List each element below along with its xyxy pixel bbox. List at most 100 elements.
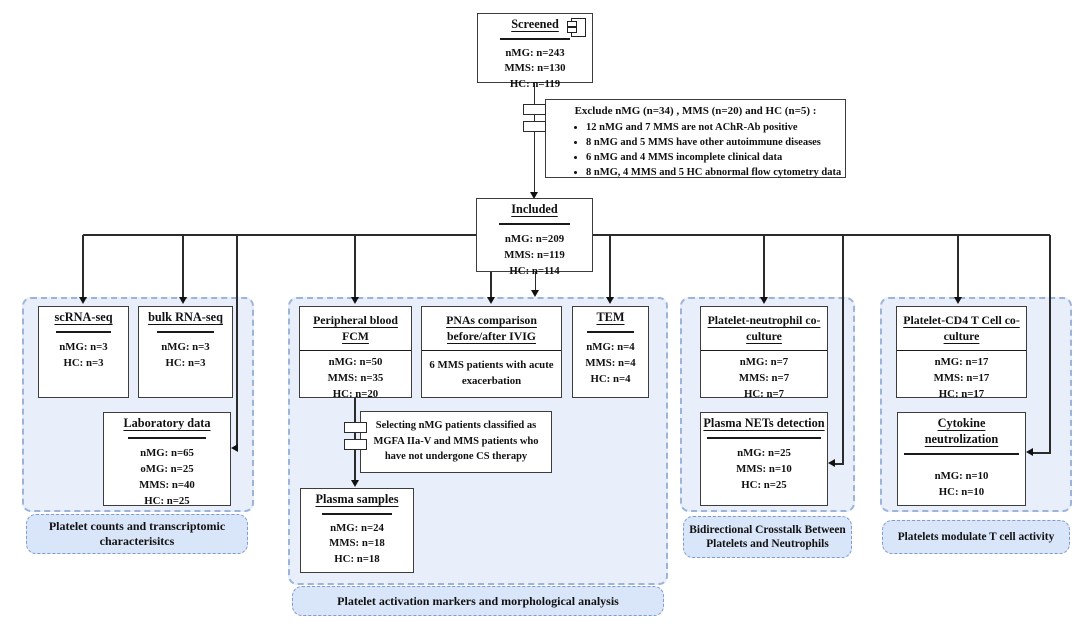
count-row: MMS: n=10 [736, 462, 792, 475]
count-row: nMG: n=65 [140, 446, 194, 459]
count-row: HC: n=119 [509, 77, 561, 90]
count-row: nMG: n=10 [934, 469, 989, 482]
title-divider [897, 350, 1026, 351]
count-row: nMG: n=50 [328, 356, 383, 368]
node-bulk-rna-seq: bulk RNA-seq nMG: n=3 HC: n=3 [138, 306, 233, 398]
node-laboratory-data: Laboratory data nMG: n=65 oMG: n=25 MMS:… [103, 412, 231, 507]
bulk-rna-title: bulk RNA-seq [148, 310, 223, 324]
cytokine-title: Cytokine neutrolization [924, 416, 999, 446]
node-platelet-neutrophil-coculture: Platelet-neutrophil co-culture nMG: n=7 … [700, 306, 828, 400]
connector-line [533, 83, 536, 193]
count-row: MMS: n=130 [504, 62, 566, 75]
pnas-title: PNAs comparison before/after IVIG [446, 313, 537, 343]
connector-line [534, 272, 537, 291]
exclusion-item: 8 nMG, 4 MMS and 5 HC abnormal flow cyto… [586, 165, 845, 180]
count-row: HC: n=3 [63, 356, 104, 369]
title-rule [707, 436, 821, 439]
title-divider [422, 350, 561, 351]
exclusion-title: Exclude nMG (n=34) , MMS (n=20) and HC (… [574, 105, 817, 117]
node-tem: TEM nMG: n=4 MMS: n=4 HC: n=4 [572, 306, 649, 398]
arrowhead-down-icon [953, 297, 962, 304]
exclusion-list: 12 nMG and 7 MMS are not AChR-Ab positiv… [546, 120, 845, 180]
connector-line [82, 235, 84, 297]
count-row: HC: n=25 [741, 478, 787, 491]
count-row: MMS: n=35 [327, 372, 384, 384]
title-rule [904, 452, 1019, 455]
node-peripheral-blood-fcm: Peripheral blood FCM nMG: n=50 MMS: n=35… [299, 306, 412, 400]
count-row: HC: n=10 [938, 485, 985, 498]
arrowhead-down-icon [78, 297, 87, 304]
count-row: HC: n=7 [743, 388, 785, 400]
count-row: HC: n=114 [509, 264, 560, 277]
connector-node-icon [523, 104, 546, 115]
arrowhead-left-icon [1026, 448, 1033, 456]
title-rule [322, 512, 392, 515]
connector-node-icon [343, 439, 367, 450]
arrowhead-down-icon [178, 297, 187, 304]
arrowhead-down-icon [486, 297, 495, 304]
connector-line [182, 235, 184, 297]
count-row: nMG: n=4 [586, 340, 635, 353]
included-title: Included [511, 202, 558, 216]
platelet-neutrophil-title: Platelet-neutrophil co-culture [707, 313, 821, 343]
node-plasma-samples: Plasma samples nMG: n=24 MMS: n=18 HC: n… [300, 488, 414, 573]
arrowhead-down-icon [759, 297, 768, 304]
screened-title: Screened [511, 17, 559, 31]
title-rule [127, 436, 207, 439]
exclusion-item: 6 nMG and 4 MMS incomplete clinical data [586, 150, 845, 165]
connector-line [842, 235, 844, 465]
title-divider [701, 350, 827, 351]
count-row: MMS: n=119 [504, 248, 565, 261]
count-row: nMG: n=25 [737, 446, 791, 459]
laboratory-title: Laboratory data [123, 416, 211, 430]
connector-line [957, 235, 959, 297]
count-row: nMG: n=209 [504, 232, 565, 245]
node-included: Included nMG: n=209 MMS: n=119 HC: n=114 [476, 198, 593, 277]
count-row: MMS: n=17 [933, 372, 990, 384]
connector-line [763, 235, 765, 297]
group-label-transcriptomic: Platelet counts and transcriptomic chara… [26, 514, 248, 554]
connector-line [834, 463, 843, 465]
selecting-text: Selecting nMG patients classified as MGF… [373, 420, 539, 462]
connector-line [354, 235, 356, 297]
count-row: oMG: n=25 [140, 462, 194, 475]
connector-line [236, 235, 238, 449]
platelet-cd4-title: Platelet-CD4 T Cell co-culture [903, 313, 1020, 343]
count-row: nMG: n=3 [59, 340, 108, 353]
exclusion-item: 8 nMG and 5 MMS have other autoimmune di… [586, 135, 845, 150]
node-plasma-nets-detection: Plasma NETs detection nMG: n=25 MMS: n=1… [700, 412, 828, 506]
arrowhead-left-icon [828, 459, 835, 467]
count-row: MMS: n=7 [738, 372, 790, 384]
title-rule [156, 330, 215, 333]
node-pnas-comparison: PNAs comparison before/after IVIG 6 MMS … [421, 306, 562, 398]
count-row: nMG: n=243 [505, 46, 565, 59]
count-row: HC: n=3 [165, 356, 206, 369]
title-rule [498, 222, 571, 225]
count-row: nMG: n=7 [739, 356, 789, 368]
arrowhead-down-icon [530, 192, 538, 199]
count-row: nMG: n=24 [330, 521, 384, 534]
connector-line [1032, 452, 1050, 454]
pnas-body: 6 MMS patients with acute exacerbation [429, 359, 554, 387]
plasma-samples-title: Plasma samples [315, 492, 399, 506]
count-row: HC: n=18 [334, 552, 380, 565]
plasma-nets-title: Plasma NETs detection [703, 416, 825, 430]
node-screened: Screened nMG: n=243 MMS: n=130 HC: n=119 [477, 13, 593, 90]
group-label-activation: Platelet activation markers and morpholo… [292, 586, 664, 616]
title-rule [499, 37, 571, 40]
connector-line [609, 235, 611, 297]
count-row: HC: n=4 [590, 372, 631, 385]
arrowhead-down-icon [605, 297, 614, 304]
count-row: MMS: n=18 [329, 537, 385, 550]
tem-title: TEM [596, 310, 625, 324]
count-row: nMG: n=3 [161, 340, 210, 353]
count-row: MMS: n=40 [139, 478, 195, 491]
component-icon [567, 18, 586, 37]
fcm-title: Peripheral blood FCM [313, 313, 398, 343]
connector-node-icon [343, 422, 367, 433]
count-row: MMS: n=4 [585, 356, 636, 369]
node-selecting-note: Selecting nMG patients classified as MGF… [360, 411, 552, 473]
scrna-title: scRNA-seq [54, 310, 113, 324]
group-label-tcell: Platelets modulate T cell activity [882, 520, 1070, 554]
title-divider [300, 350, 411, 351]
